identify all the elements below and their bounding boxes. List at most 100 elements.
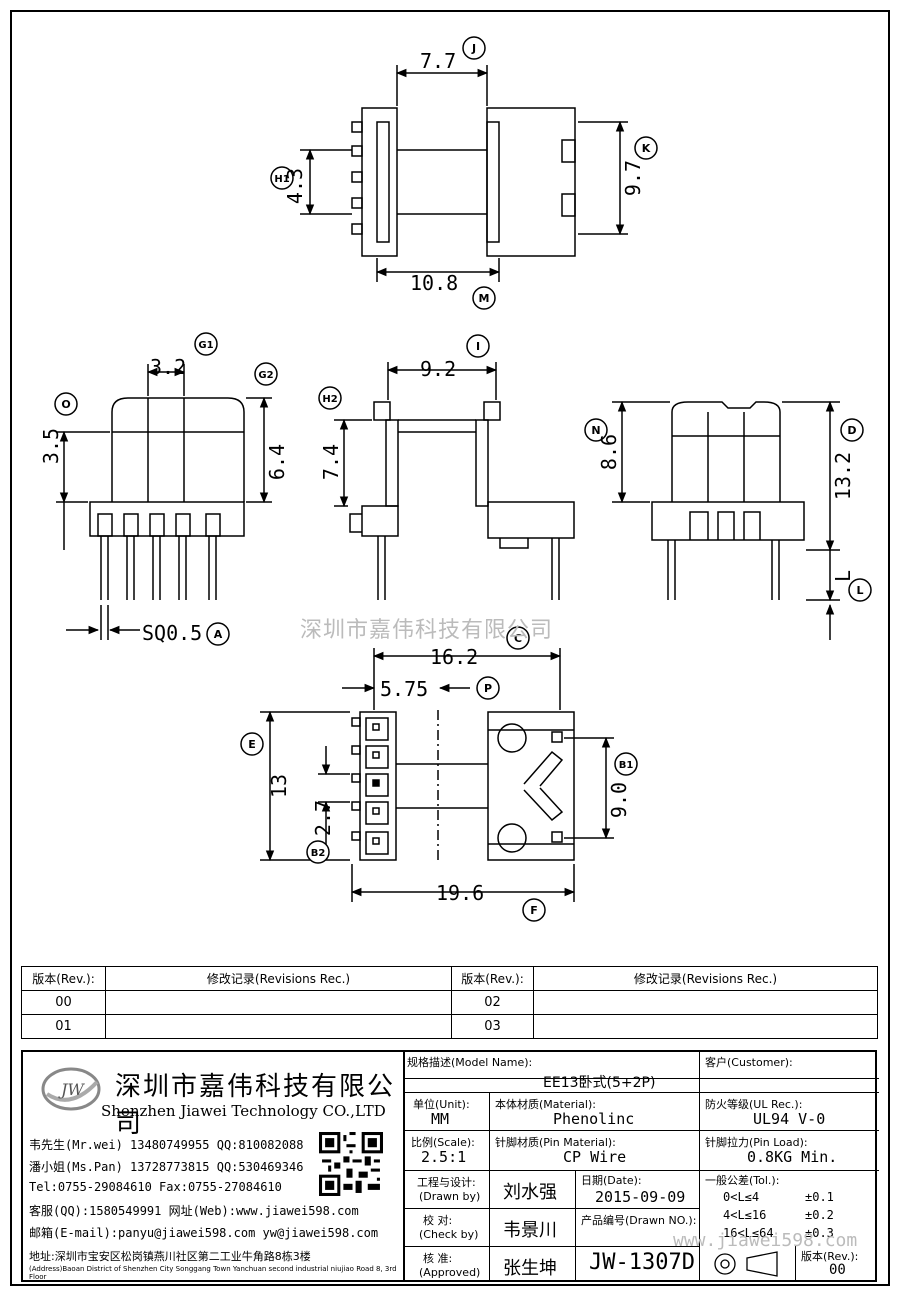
address-cn: 地址:深圳市宝安区松岗镇燕川社区第二工业牛角路8栋3楼 [29, 1250, 311, 1263]
contact-line: 客服(QQ):1580549991 网址(Web):www.jiawei598.… [29, 1204, 359, 1218]
check-by-label: 校 对: [423, 1214, 453, 1227]
rec-header-1: 修改记录(Revisions Rec.) [105, 966, 452, 991]
material-label: 本体材质(Material): [495, 1098, 596, 1111]
grid-line [403, 1092, 879, 1093]
grid-line [403, 1246, 699, 1247]
front-view-right [651, 401, 805, 600]
marker-h2-label: H2 [322, 394, 337, 405]
marker-f [522, 898, 546, 922]
dim-5-75: 5.75 [380, 677, 428, 701]
rec-cell [105, 1014, 452, 1039]
grid-line [795, 1246, 796, 1280]
dim-13: 13 [267, 774, 291, 798]
marker-f-label: F [530, 904, 538, 917]
contact-line: 邮箱(E-mail):panyu@jiawei598.com yw@jiawei… [29, 1226, 379, 1240]
rec-cell [105, 990, 452, 1015]
scale-value: 2.5:1 [421, 1148, 467, 1166]
marker-b1-label: B1 [619, 760, 634, 771]
dim-l: L [831, 570, 855, 582]
dim-7-4: 7.4 [319, 444, 343, 480]
ul-label: 防火等级(UL Rec.): [705, 1098, 803, 1111]
drawn-by-value: 刘水强 [503, 1182, 557, 1203]
marker-o [54, 392, 78, 416]
company-logo-icon: JW [41, 1067, 101, 1111]
customer-label: 客户(Customer): [705, 1056, 793, 1069]
front-view-left [89, 397, 245, 600]
marker-b1 [614, 752, 638, 776]
company-panel: JW 深圳市嘉伟科技有限公司 Shenzhen Jiawei Technolog… [23, 1052, 405, 1281]
dim-4-3: 4.3 [283, 168, 307, 204]
company-name-cn: 深圳市嘉伟科技有限公司 [115, 1072, 396, 1139]
tol-range: 16<L≤64 [723, 1226, 774, 1240]
marker-k [634, 136, 658, 160]
rev-cell: 02 [451, 990, 534, 1015]
rev-value: 00 [829, 1262, 846, 1278]
url-watermark: www.jiawei598.com [673, 1230, 858, 1251]
rev-cell: 03 [451, 1014, 534, 1039]
material-value: Phenolinc [553, 1110, 635, 1128]
dim-2-7: 2.7 [311, 800, 335, 836]
dim-3-5: 3.5 [39, 428, 63, 464]
grid-line [403, 1208, 699, 1209]
marker-c-label: C [514, 632, 522, 645]
rev-label: 版本(Rev.): [801, 1250, 859, 1263]
marker-m-label: M [479, 292, 490, 305]
date-label: 日期(Date): [581, 1174, 642, 1187]
contact-line: 韦先生(Mr.wei) 13480749955 QQ:810082088 [29, 1138, 304, 1152]
rev-header-1: 版本(Rev.): [21, 966, 106, 991]
grid-line [489, 1092, 490, 1280]
marker-p [476, 676, 500, 700]
dim-3-2: 3.2 [150, 355, 186, 379]
marker-j [462, 36, 486, 60]
unit-value: MM [431, 1110, 450, 1128]
pin-material-value: CP Wire [563, 1148, 627, 1166]
marker-p-label: P [484, 682, 492, 695]
marker-m [472, 286, 496, 310]
tol-value: ±0.2 [805, 1208, 834, 1222]
watermark: 深圳市嘉伟科技有限公司 [300, 618, 554, 643]
model-label: 规格描述(Model Name): [407, 1056, 533, 1069]
grid-line [403, 1130, 879, 1131]
approved-by-label: 核 准: [423, 1252, 453, 1265]
dim-16-2: 16.2 [430, 645, 478, 669]
contact-line: 潘小姐(Ms.Pan) 13728773815 QQ:530469346 [29, 1160, 304, 1174]
marker-n [584, 418, 608, 442]
qr-code-icon [319, 1132, 383, 1196]
rec-header-2: 修改记录(Revisions Rec.) [533, 966, 878, 991]
marker-d [840, 418, 864, 442]
pin-load-label: 针脚拉力(Pin Load): [705, 1136, 808, 1149]
revision-table: 版本(Rev.): 修改记录(Revisions Rec.) 版本(Rev.):… [21, 966, 878, 1039]
address-en: (Address)Baoan District of Shenzhen City… [29, 1265, 397, 1281]
marker-b2 [306, 840, 330, 864]
grid-line [575, 1170, 576, 1280]
drawing-no-value: JW-1307D [589, 1250, 695, 1275]
marker-d-label: D [847, 424, 856, 437]
dim-9-2: 9.2 [420, 357, 456, 381]
date-value: 2015-09-09 [595, 1188, 686, 1206]
marker-k-label: K [642, 142, 651, 155]
dim-10-8: 10.8 [410, 271, 458, 295]
dim-7-7: 7.7 [420, 49, 456, 73]
marker-a-label: A [214, 628, 223, 641]
side-view [349, 401, 575, 600]
check-by-value: 韦景川 [503, 1220, 557, 1241]
ul-value: UL94 V-0 [753, 1110, 826, 1128]
unit-label: 单位(Unit): [413, 1098, 470, 1111]
drawn-by-label-en: (Drawn by) [419, 1190, 481, 1203]
marker-o-label: O [61, 398, 70, 411]
tol-range: 0<L≤4 [723, 1190, 760, 1204]
dim-13-2: 13.2 [831, 452, 855, 500]
rev-cell: 01 [21, 1014, 106, 1039]
rec-cell [533, 990, 878, 1015]
tol-value: ±0.1 [805, 1190, 834, 1204]
rec-cell [533, 1014, 878, 1039]
dim-19-6: 19.6 [436, 881, 484, 905]
marker-l-label: L [856, 584, 863, 597]
pin-material-label: 针脚材质(Pin Material): [495, 1136, 616, 1149]
rev-cell: 00 [21, 990, 106, 1015]
marker-g2-label: G2 [258, 370, 273, 381]
grid-line [403, 1170, 879, 1171]
model-value: EE13卧式(5+2P) [543, 1075, 656, 1091]
marker-n-label: N [591, 424, 600, 437]
